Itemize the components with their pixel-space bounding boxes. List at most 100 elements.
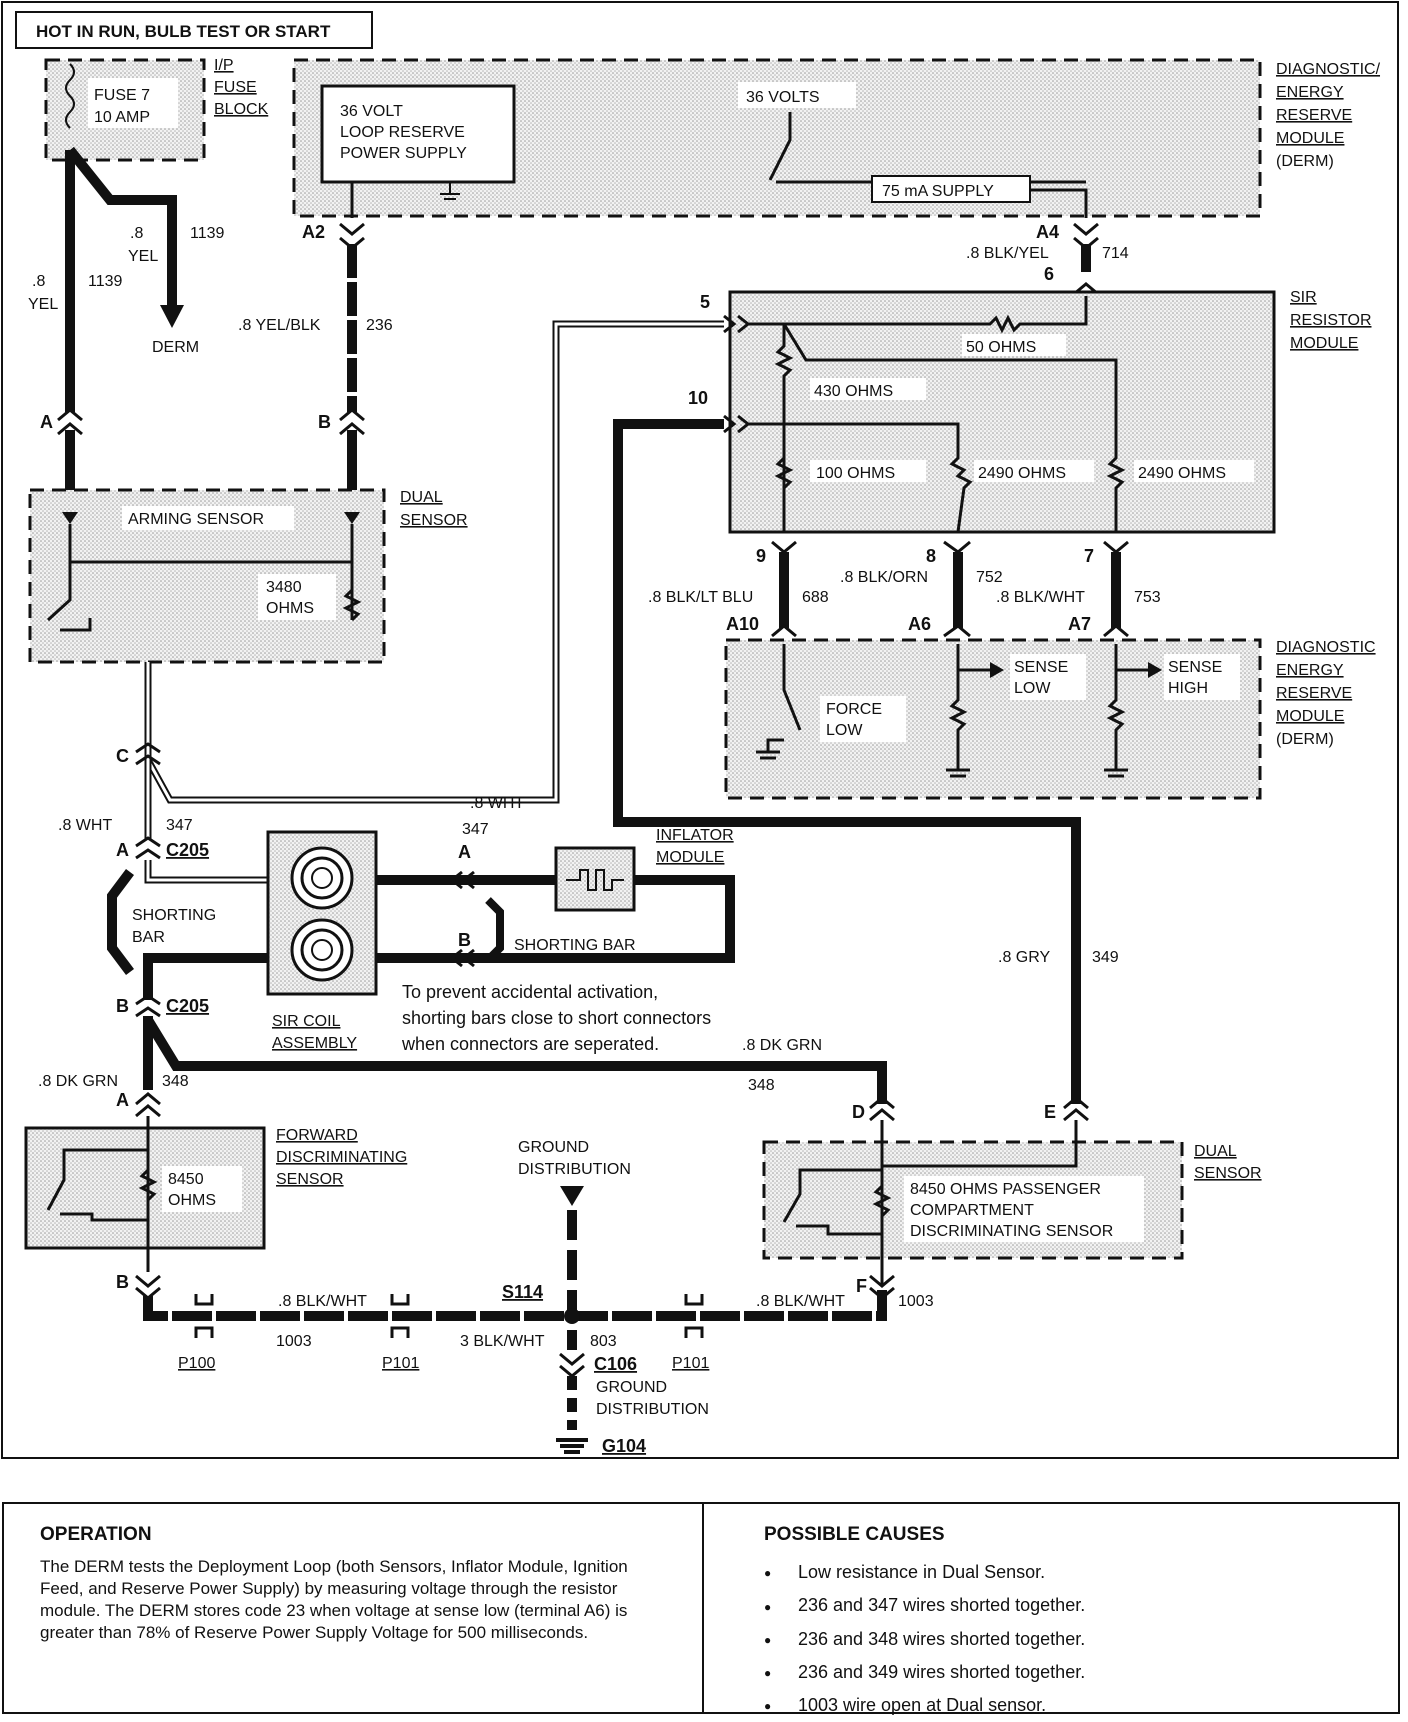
wire-1003-blkwht [143, 1290, 887, 1321]
squib-icon [566, 869, 624, 891]
svg-text:INFLATOR: INFLATOR [656, 827, 734, 844]
svg-text:SENSOR: SENSOR [276, 1171, 344, 1188]
svg-text:348: 348 [748, 1077, 775, 1094]
splice-s114 [564, 1308, 580, 1324]
svg-text:10: 10 [688, 388, 708, 408]
svg-text:714: 714 [1102, 245, 1129, 262]
svg-text:S114: S114 [502, 1282, 543, 1302]
svg-text:100 OHMS: 100 OHMS [816, 465, 895, 482]
resistor-2490a [748, 422, 973, 533]
svg-text:8450 OHMS PASSENGER: 8450 OHMS PASSENGER [910, 1181, 1101, 1198]
svg-text:347: 347 [166, 817, 193, 834]
fuse-block-label-3: BLOCK [214, 101, 269, 118]
fuse-label: FUSE 7 [94, 87, 150, 104]
svg-text:A: A [40, 412, 53, 432]
fuse-element-icon [65, 63, 75, 129]
svg-text:FORCE: FORCE [826, 701, 882, 718]
shorting-bar-left [107, 869, 134, 975]
note-line-3: when connectors are seperated. [401, 1034, 659, 1054]
svg-text:YEL: YEL [128, 248, 158, 265]
svg-text:G104: G104 [602, 1436, 646, 1456]
svg-text:C: C [116, 746, 129, 766]
svg-text:OHMS: OHMS [168, 1192, 216, 1209]
svg-text:FORWARD: FORWARD [276, 1127, 358, 1144]
svg-text:DISTRIBUTION: DISTRIBUTION [518, 1161, 631, 1178]
svg-text:A: A [458, 842, 471, 862]
list-item: Low resistance in Dual Sensor. [764, 1556, 1338, 1589]
svg-text:MODULE: MODULE [1276, 708, 1344, 725]
svg-text:RESERVE: RESERVE [1276, 107, 1352, 124]
c205-label-b: C205 [166, 996, 209, 1016]
svg-text:A6: A6 [908, 614, 931, 634]
svg-text:.8 BLK/LT BLU: .8 BLK/LT BLU [648, 589, 753, 606]
svg-text:.8 WHT: .8 WHT [58, 817, 112, 834]
list-item: 1003 wire open at Dual sensor. [764, 1689, 1338, 1722]
svg-text:F: F [856, 1276, 867, 1296]
svg-text:MODULE: MODULE [1290, 335, 1358, 352]
svg-text:SIR: SIR [1290, 289, 1317, 306]
list-item: 236 and 347 wires shorted together. [764, 1589, 1338, 1622]
ground-icon [440, 182, 460, 200]
resistor-8450-forward [138, 1168, 158, 1202]
wire-349-gry [613, 419, 1081, 1104]
svg-text:.8 BLK/WHT: .8 BLK/WHT [756, 1293, 845, 1310]
svg-text:B: B [318, 412, 331, 432]
causes-list: Low resistance in Dual Sensor. 236 and 3… [764, 1556, 1338, 1722]
svg-text:BAR: BAR [132, 929, 165, 946]
svg-text:8: 8 [926, 546, 936, 566]
svg-text:ASSEMBLY: ASSEMBLY [272, 1035, 357, 1052]
ground-distribution-icon [560, 1186, 584, 1206]
svg-text:OHMS: OHMS [266, 600, 314, 617]
operation-title: OPERATION [40, 1524, 152, 1545]
svg-text:9: 9 [756, 546, 766, 566]
svg-text:.8 BLK/WHT: .8 BLK/WHT [996, 589, 1085, 606]
supply-box [871, 175, 1031, 203]
svg-text:752: 752 [976, 569, 1003, 586]
info-panel: OPERATION The DERM tests the Deployment … [2, 1502, 1400, 1715]
volts-label: 36 VOLTS [746, 89, 820, 106]
svg-text:DIAGNOSTIC: DIAGNOSTIC [1276, 639, 1376, 656]
svg-text:.8 BLK/WHT: .8 BLK/WHT [278, 1293, 367, 1310]
reserve-power-supply [320, 84, 516, 184]
fuse-amp: 10 AMP [94, 109, 150, 126]
svg-text:DISTRIBUTION: DISTRIBUTION [596, 1401, 709, 1418]
svg-text:P100: P100 [178, 1355, 215, 1372]
svg-text:RESERVE: RESERVE [1276, 685, 1352, 702]
svg-text:B: B [116, 1272, 129, 1292]
svg-text:.8: .8 [32, 273, 45, 290]
resistor-50 [748, 296, 1088, 334]
fuse-block-label-2: FUSE [214, 79, 257, 96]
svg-text:.8 DK GRN: .8 DK GRN [742, 1037, 822, 1054]
svg-text:.8 BLK/YEL: .8 BLK/YEL [966, 245, 1049, 262]
svg-text:1139: 1139 [88, 273, 123, 290]
possible-causes-section: POSSIBLE CAUSES Low resistance in Dual S… [704, 1504, 1398, 1715]
wire-348-dkgrn [143, 1016, 887, 1104]
svg-text:RESISTOR: RESISTOR [1290, 312, 1372, 329]
svg-text:2490 OHMS: 2490 OHMS [978, 465, 1066, 482]
svg-text:D: D [852, 1102, 865, 1122]
svg-text:ENERGY: ENERGY [1276, 84, 1344, 101]
svg-text:347: 347 [462, 821, 489, 838]
svg-text:6: 6 [1044, 264, 1054, 284]
svg-text:DIAGNOSTIC/: DIAGNOSTIC/ [1276, 61, 1381, 78]
svg-text:SENSOR: SENSOR [400, 512, 468, 529]
svg-text:A10: A10 [726, 614, 759, 634]
fuse-block-label-1: I/P [214, 57, 234, 74]
svg-text:7: 7 [1084, 546, 1094, 566]
svg-text:1003: 1003 [276, 1333, 312, 1350]
svg-text:POWER SUPPLY: POWER SUPPLY [340, 145, 467, 162]
derm-arrow-icon [160, 305, 184, 328]
connector-c-icon [135, 742, 161, 766]
svg-text:B: B [116, 996, 129, 1016]
svg-text:LOW: LOW [826, 722, 863, 739]
svg-text:5: 5 [700, 292, 710, 312]
svg-text:803: 803 [590, 1333, 617, 1350]
svg-text:A: A [116, 840, 129, 860]
wiring-diagram: HOT IN RUN, BULB TEST OR START FUSE 7 10… [1, 1, 1399, 1459]
header-box [15, 11, 373, 49]
svg-text:.8 BLK/ORN: .8 BLK/ORN [840, 569, 928, 586]
svg-text:.8 DK GRN: .8 DK GRN [38, 1073, 118, 1090]
svg-text:DUAL: DUAL [1194, 1143, 1237, 1160]
svg-text:A7: A7 [1068, 614, 1091, 634]
svg-text:SIR COIL: SIR COIL [272, 1013, 341, 1030]
